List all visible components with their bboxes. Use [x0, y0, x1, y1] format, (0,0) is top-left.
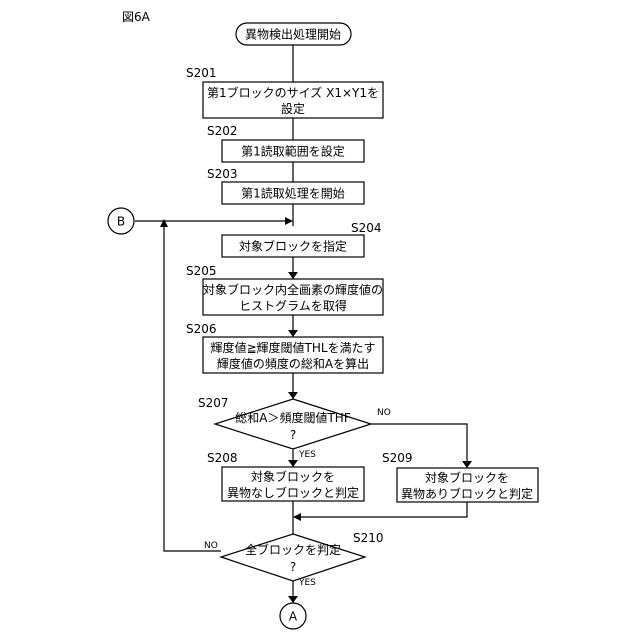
connector-b: B: [108, 208, 134, 234]
step-id: S202: [207, 124, 238, 138]
step-id: S204: [351, 221, 382, 235]
decision-text: ?: [290, 560, 296, 574]
step-s204: S204 対象ブロックを指定: [222, 221, 382, 257]
step-s208: S208 対象ブロックを 異物なしブロックと判定: [207, 451, 364, 501]
decision-text: 全ブロックを判定: [245, 542, 341, 557]
no-label: NO: [204, 541, 218, 551]
step-text: 第1ブロックのサイズ X1×Y1を: [207, 85, 379, 100]
decision-text: ?: [290, 428, 296, 442]
decision-id: S210: [353, 531, 384, 545]
connector-label: B: [117, 215, 125, 229]
connector-label: A: [289, 610, 298, 624]
step-s205: S205 対象ブロック内全画素の輝度値の ヒストグラムを取得: [186, 264, 383, 315]
no-label: NO: [377, 408, 391, 418]
yes-label: YES: [298, 578, 316, 588]
step-s202: S202 第1読取範囲を設定: [207, 124, 364, 162]
step-id: S206: [186, 322, 217, 336]
step-text: 異物なしブロックと判定: [227, 485, 359, 500]
step-text: 対象ブロック内全画素の輝度値の: [203, 282, 383, 297]
step-id: S205: [186, 264, 217, 278]
decision-text: 総和A＞頻度閾値THF: [235, 410, 351, 425]
step-text: 第1読取範囲を設定: [241, 144, 345, 159]
step-text: 対象ブロックを: [251, 469, 335, 484]
connector-a: A: [280, 603, 306, 629]
step-id: S208: [207, 451, 238, 465]
step-s206: S206 輝度値≧輝度閾値THLを満たす 輝度値の頻度の総和Aを算出: [186, 322, 383, 373]
step-text: 対象ブロックを: [425, 470, 509, 485]
step-s209: S209 対象ブロックを 異物ありブロックと判定: [382, 451, 538, 502]
step-text: 対象ブロックを指定: [239, 239, 347, 254]
step-text: 輝度値≧輝度閾値THLを満たす: [210, 340, 375, 355]
step-text: 輝度値の頻度の総和Aを算出: [217, 356, 369, 371]
step-id: S203: [207, 167, 238, 181]
figure-label: 図6A: [122, 10, 151, 24]
step-s203: S203 第1読取処理を開始: [207, 167, 364, 204]
step-text: 第1読取処理を開始: [241, 186, 345, 201]
yes-label: YES: [298, 450, 316, 460]
start-terminal: 異物検出処理開始: [236, 23, 351, 45]
decision-s210: S210 全ブロックを判定 ? NO YES: [204, 531, 384, 588]
start-label: 異物検出処理開始: [245, 28, 341, 42]
step-id: S209: [382, 451, 413, 465]
step-text: 異物ありブロックと判定: [401, 486, 533, 501]
step-s201: S201 第1ブロックのサイズ X1×Y1を 設定: [186, 66, 383, 118]
step-text: 設定: [281, 101, 305, 116]
decision-id: S207: [198, 396, 229, 410]
step-id: S201: [186, 66, 217, 80]
step-text: ヒストグラムを取得: [239, 298, 347, 313]
